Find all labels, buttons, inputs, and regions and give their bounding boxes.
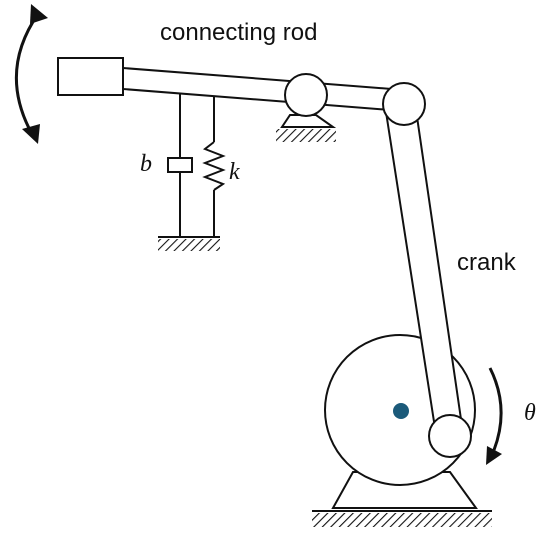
angle-label: θ <box>524 400 536 426</box>
rod-pivot-support <box>276 73 337 142</box>
connecting-rod-label: connecting rod <box>160 19 317 46</box>
rod-bar <box>122 66 394 112</box>
crank-label: crank <box>457 249 517 276</box>
spring-damper <box>158 94 226 251</box>
flywheel-hub <box>393 403 409 419</box>
crank-bottom-joint <box>428 414 472 458</box>
damper-label: b <box>140 151 152 177</box>
connecting-rod <box>57 57 394 112</box>
slider-block <box>57 57 124 96</box>
spring-label: k <box>229 159 240 185</box>
curved-double-arrow-icon <box>15 4 48 144</box>
ground-hatch <box>158 239 220 251</box>
rod-pivot-joint <box>284 73 328 117</box>
crank-top-joint <box>382 82 426 126</box>
curved-arrow-icon <box>486 367 503 465</box>
crank-arm <box>382 82 472 458</box>
motor-base <box>312 471 492 527</box>
